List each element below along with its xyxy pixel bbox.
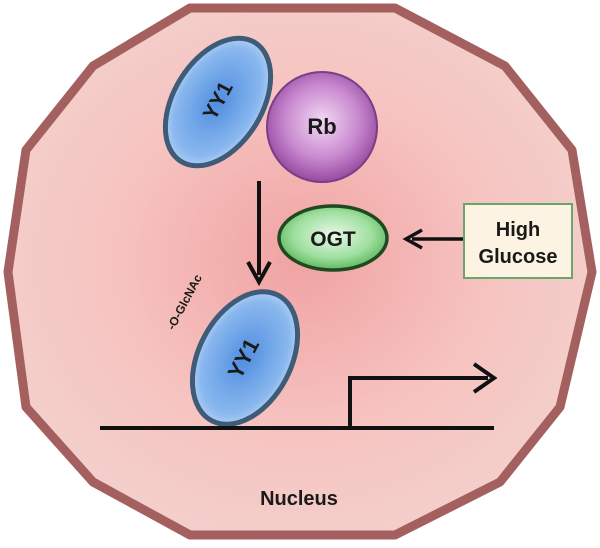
nucleus-shape bbox=[3, 3, 597, 540]
transcription-arrow-head bbox=[472, 362, 498, 394]
yy1-protein-top bbox=[162, 35, 274, 169]
transcription-arrow bbox=[348, 376, 488, 428]
glucose-arrow-head bbox=[402, 228, 423, 250]
rb-label: Rb bbox=[307, 114, 336, 139]
high-glucose-box bbox=[463, 203, 573, 279]
ogt-label: OGT bbox=[310, 228, 356, 251]
high-glucose-line2: Glucose bbox=[479, 246, 558, 268]
yy1-protein-bottom bbox=[189, 289, 301, 427]
rb-protein bbox=[266, 71, 378, 183]
high-glucose-line1: High bbox=[496, 219, 540, 241]
vertical-arrow-head bbox=[246, 261, 272, 287]
ogt-enzyme bbox=[277, 204, 389, 272]
nucleus-label: Nucleus bbox=[260, 488, 338, 510]
